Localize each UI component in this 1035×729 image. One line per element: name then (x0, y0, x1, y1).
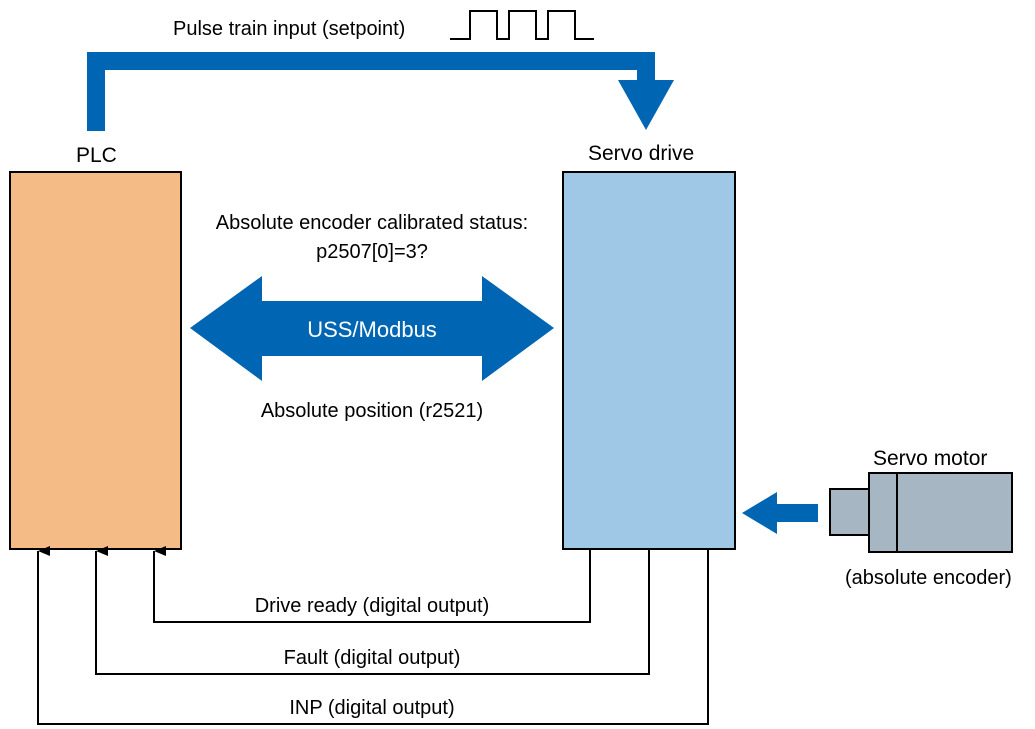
drive-ready-label: Drive ready (digital output) (255, 595, 490, 617)
servo-drive-block (562, 171, 736, 550)
servo-drive-title: Servo drive (588, 142, 694, 165)
drive-ready-line (153, 546, 591, 623)
setpoint-arrow (87, 52, 674, 131)
pulse-input-label: Pulse train input (setpoint) (173, 18, 405, 40)
servo-motor-title: Servo motor (873, 447, 987, 470)
fault-line (95, 546, 650, 675)
pulse-waveform-icon (450, 10, 594, 40)
inp-label: INP (digital output) (289, 697, 454, 719)
calibration-status-line1: Absolute encoder calibrated status: (216, 212, 528, 234)
inp-line (37, 546, 709, 725)
motor-shaft (829, 488, 870, 536)
absolute-position-label: Absolute position (r2521) (261, 400, 483, 422)
motor-body (868, 472, 1013, 553)
plc-title: PLC (76, 144, 117, 167)
absolute-encoder-label: (absolute encoder) (845, 567, 1012, 589)
bus-double-arrow (190, 276, 554, 381)
encoder-feedback-arrow (742, 492, 818, 534)
fault-label: Fault (digital output) (284, 647, 461, 669)
plc-block (9, 171, 182, 550)
calibration-status-line2: p2507[0]=3? (316, 241, 428, 263)
bus-label: USS/Modbus (307, 317, 437, 342)
